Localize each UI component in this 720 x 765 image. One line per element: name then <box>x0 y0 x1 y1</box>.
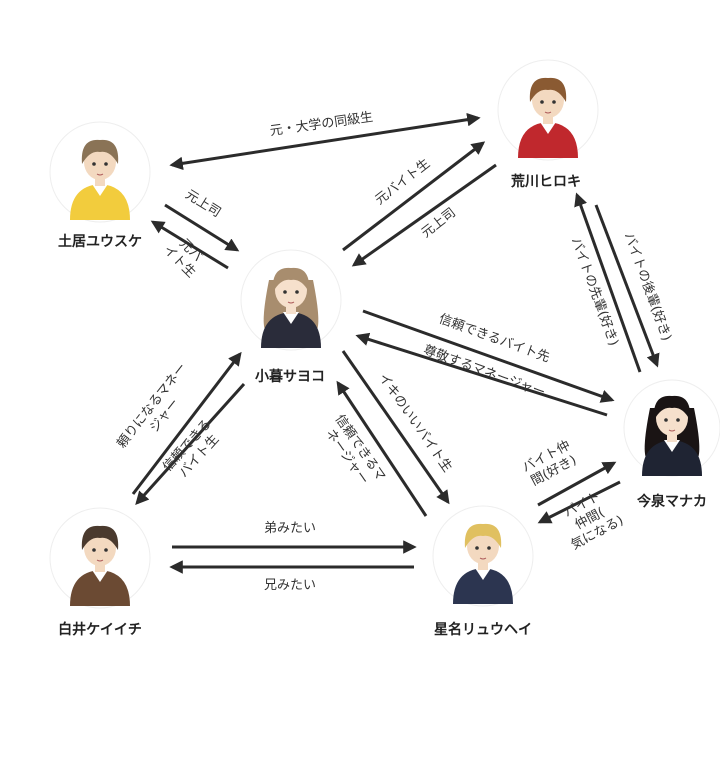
node-name: 白井ケイイチ <box>58 621 142 638</box>
node-name: 小暮サヨコ <box>255 368 325 385</box>
edge-arrow <box>135 382 246 506</box>
edge-label-line: 元・大学の同級生 <box>269 109 374 139</box>
node-arakawa: 荒川ヒロキ <box>497 59 599 190</box>
relationship-edge: 元バイト生 <box>342 141 486 252</box>
avatar <box>49 507 151 609</box>
edge-arrow <box>537 480 621 524</box>
edge-label: 元上司 <box>182 187 223 220</box>
edge-label-line: 元上司 <box>182 187 223 220</box>
avatar <box>240 249 342 351</box>
edge-arrow <box>362 309 615 403</box>
node-hoshina: 星名リュウヘイ <box>432 505 534 638</box>
node-name: 土居ユウスケ <box>58 233 142 250</box>
avatar <box>623 379 720 477</box>
relationship-edge: 弟みたい <box>172 521 417 554</box>
edge-label-line: 元バイト生 <box>373 156 433 208</box>
relationship-edge: 兄みたい <box>169 560 414 593</box>
avatar <box>497 59 599 161</box>
edge-arrow <box>351 163 497 267</box>
node-shirai: 白井ケイイチ <box>49 507 151 638</box>
node-name: 今泉マナカ <box>636 493 707 510</box>
edge-label: 元バイト生 <box>373 156 433 208</box>
edge-arrow <box>537 461 617 507</box>
relationship-edge: バイト仲間(好き) <box>520 438 617 507</box>
relationship-edge: 元・大学の同級生 <box>169 109 481 171</box>
edge-arrow <box>150 220 229 270</box>
edge-arrow <box>169 112 481 171</box>
edge-arrow <box>336 380 428 517</box>
node-name: 星名リュウヘイ <box>434 621 532 638</box>
edge-label-line: 元上司 <box>419 205 459 241</box>
relationship-edge: 元上司 <box>351 163 497 267</box>
edge-label: 兄みたい <box>264 578 316 593</box>
edge-label: バイト仲間(好き) <box>520 438 580 490</box>
edge-label: 元・大学の同級生 <box>269 109 374 139</box>
edge-arrow <box>574 192 642 373</box>
avatar <box>432 505 534 607</box>
relationship-edge: 元バイト生 <box>150 220 229 281</box>
node-kogure: 小暮サヨコ <box>240 249 342 385</box>
edge-arrow <box>164 203 240 252</box>
node-name: 荒川ヒロキ <box>510 173 581 190</box>
edge-label-line: 弟みたい <box>264 521 316 536</box>
edge-label-line: 兄みたい <box>264 578 316 593</box>
node-imaizumi: 今泉マナカ <box>623 379 720 510</box>
edge-arrow <box>131 351 242 495</box>
edge-label: 信頼できるマネージャー <box>318 412 388 493</box>
relationship-edge: 元上司 <box>164 187 240 252</box>
edge-arrow <box>594 204 660 368</box>
relationship-edge: 頼りになるマネージャー <box>114 351 242 495</box>
edge-arrow <box>341 350 450 505</box>
edge-label: 信頼できるバイト生 <box>160 417 226 486</box>
edge-label: 元バイト生 <box>160 231 210 281</box>
edge-label: バイト仲間(気になる) <box>554 485 626 553</box>
relationship-edge: 信頼できるバイト先 <box>362 309 615 403</box>
edge-label: 弟みたい <box>264 521 316 536</box>
edge-label: 元上司 <box>419 205 459 241</box>
edge-arrow <box>355 332 608 417</box>
avatar <box>49 121 151 223</box>
relationship-edge: バイト仲間(気になる) <box>537 480 626 553</box>
node-doi: 土居ユウスケ <box>49 121 151 250</box>
edge-arrow <box>342 141 486 252</box>
